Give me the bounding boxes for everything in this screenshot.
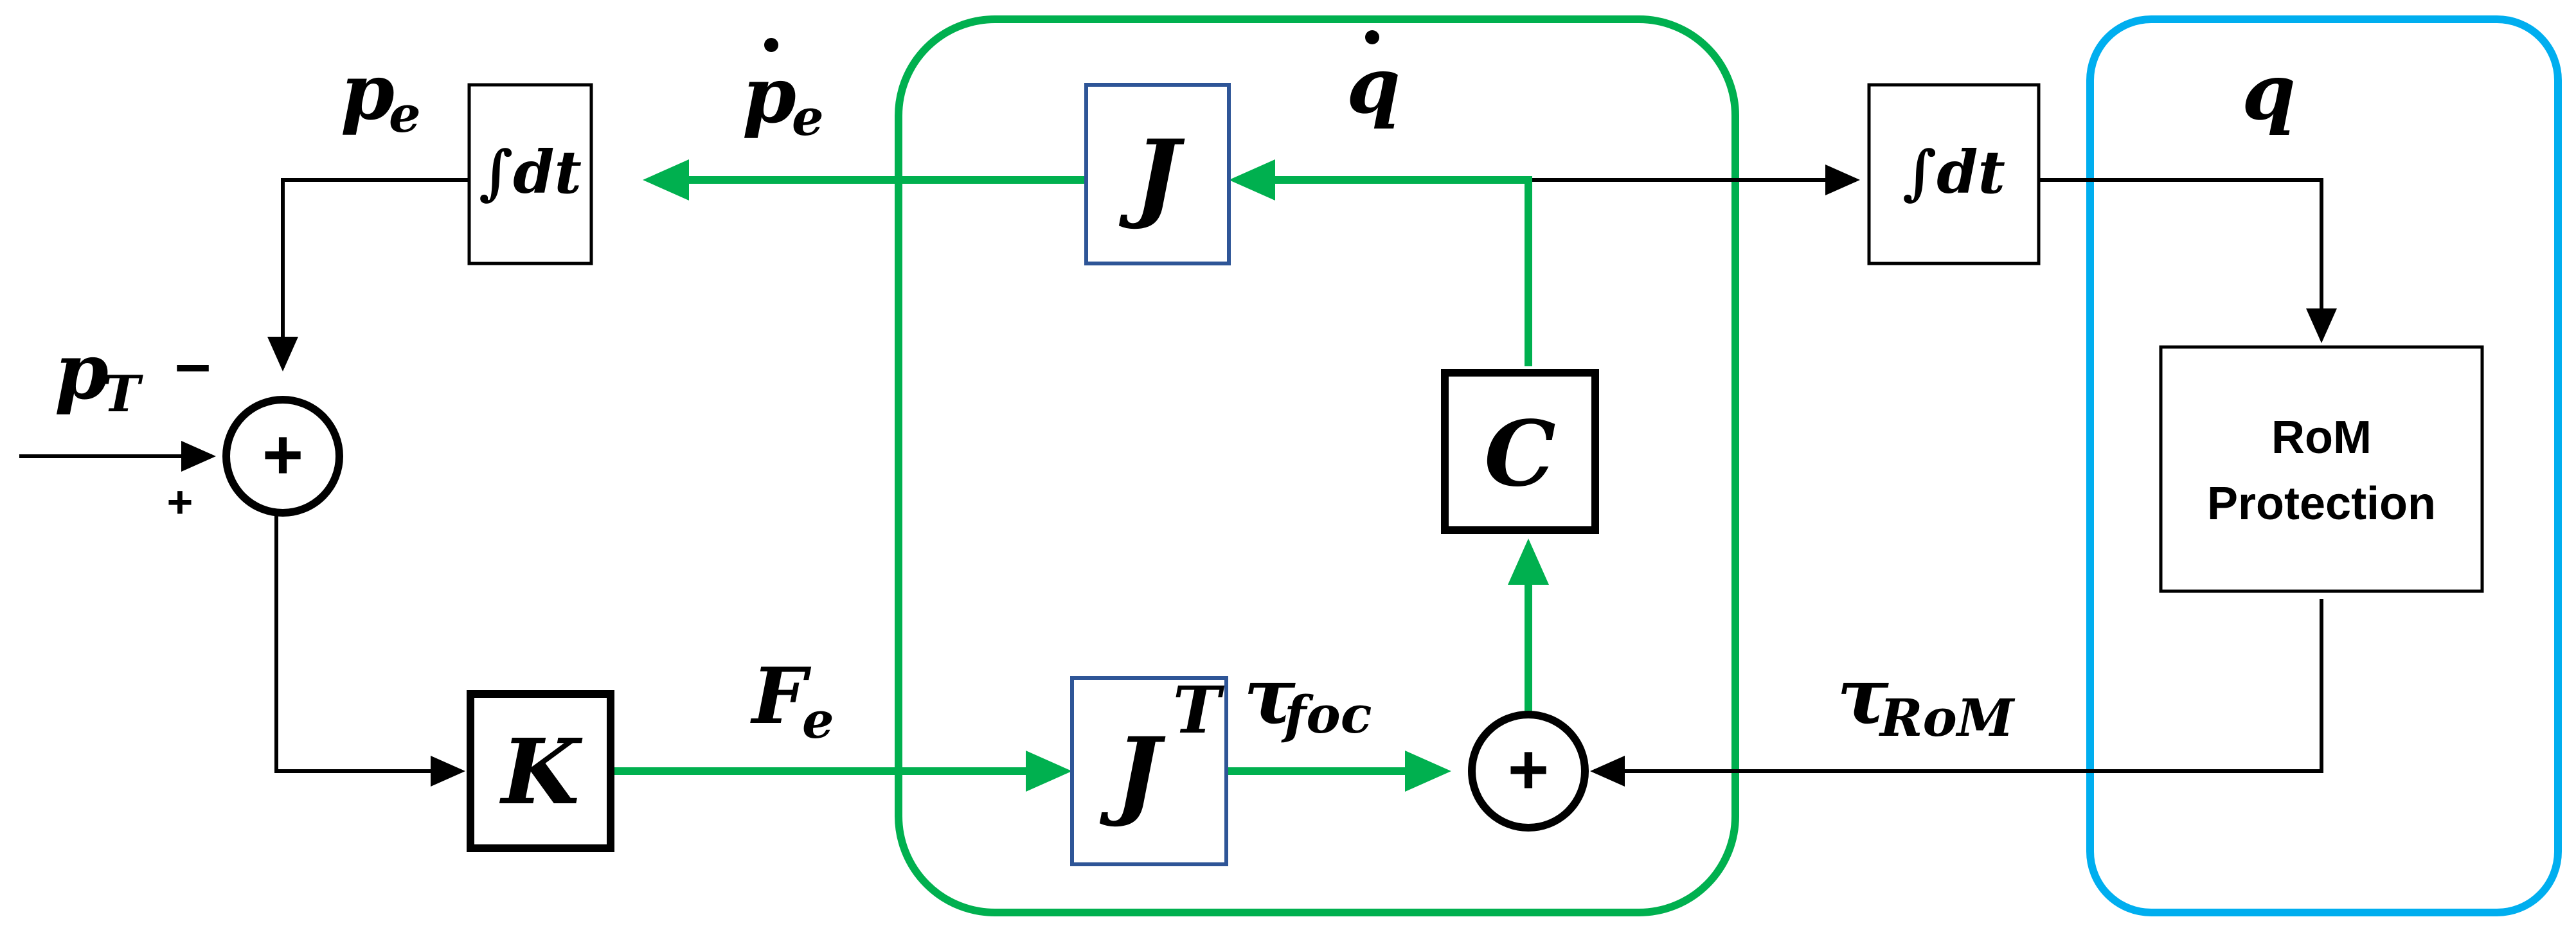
svg-text:RoM: RoM xyxy=(1879,688,2016,748)
summer-right: + xyxy=(1468,711,1589,832)
green-grouping-box xyxy=(895,15,1739,916)
label-tau-rom: τ RoM xyxy=(1837,651,2016,748)
k-block-label: K xyxy=(499,720,583,825)
svg-text:p: p xyxy=(742,50,796,141)
k-block: K xyxy=(467,690,614,852)
svg-text:T: T xyxy=(103,365,143,423)
svg-text:q: q xyxy=(1346,40,1400,131)
svg-text:foc: foc xyxy=(1281,684,1372,745)
summer-right-symbol: + xyxy=(1508,730,1549,809)
summer-to-K-line xyxy=(274,514,465,787)
pe-feedback-line xyxy=(267,178,469,371)
rom-label-line1: RoM xyxy=(2271,412,2372,463)
label-Fe: F e xyxy=(750,651,834,750)
svg-text:p: p xyxy=(341,47,395,138)
integrator-block-right: ∫dt xyxy=(1867,83,2041,265)
label-plus: + xyxy=(167,477,193,527)
svg-text:q: q xyxy=(2242,47,2296,138)
integrator-right-label: ∫dt xyxy=(1902,138,2005,207)
svg-text:e: e xyxy=(389,85,421,144)
q-to-rom-line xyxy=(2039,178,2337,343)
c-block-label: C xyxy=(1484,402,1555,507)
jacobian-block: J xyxy=(1084,83,1231,265)
svg-text:τ: τ xyxy=(1837,651,1889,742)
svg-text:p: p xyxy=(55,326,109,417)
summer-left: + xyxy=(222,396,343,517)
rom-label-line2: Protection xyxy=(2207,478,2436,530)
label-tau-foc: τ foc xyxy=(1244,651,1372,745)
jacobian-transpose-sup: T xyxy=(1173,672,1225,748)
svg-text:e: e xyxy=(792,89,824,147)
summer-left-symbol: + xyxy=(262,415,303,494)
label-pe-dot: p e xyxy=(742,38,824,147)
integrator-block-left: ∫dt xyxy=(467,83,593,265)
label-q: q xyxy=(2242,47,2296,138)
c-block: C xyxy=(1441,369,1599,534)
tau-rom-line xyxy=(1590,599,2323,787)
label-q-dot: q xyxy=(1346,30,1400,131)
svg-text:e: e xyxy=(802,691,834,750)
svg-text:τ: τ xyxy=(1244,651,1296,742)
label-minus: – xyxy=(175,328,211,400)
label-pe: p e xyxy=(341,47,421,144)
integrator-left-label: ∫dt xyxy=(479,138,582,207)
svg-text:F: F xyxy=(750,651,812,742)
rom-protection-block: RoM Protection xyxy=(2159,345,2484,593)
jacobian-transpose-block: J T xyxy=(1070,672,1228,866)
green-signal-path xyxy=(611,159,1549,792)
blue-grouping-box xyxy=(2086,15,2562,916)
label-pT: p T xyxy=(55,326,143,423)
